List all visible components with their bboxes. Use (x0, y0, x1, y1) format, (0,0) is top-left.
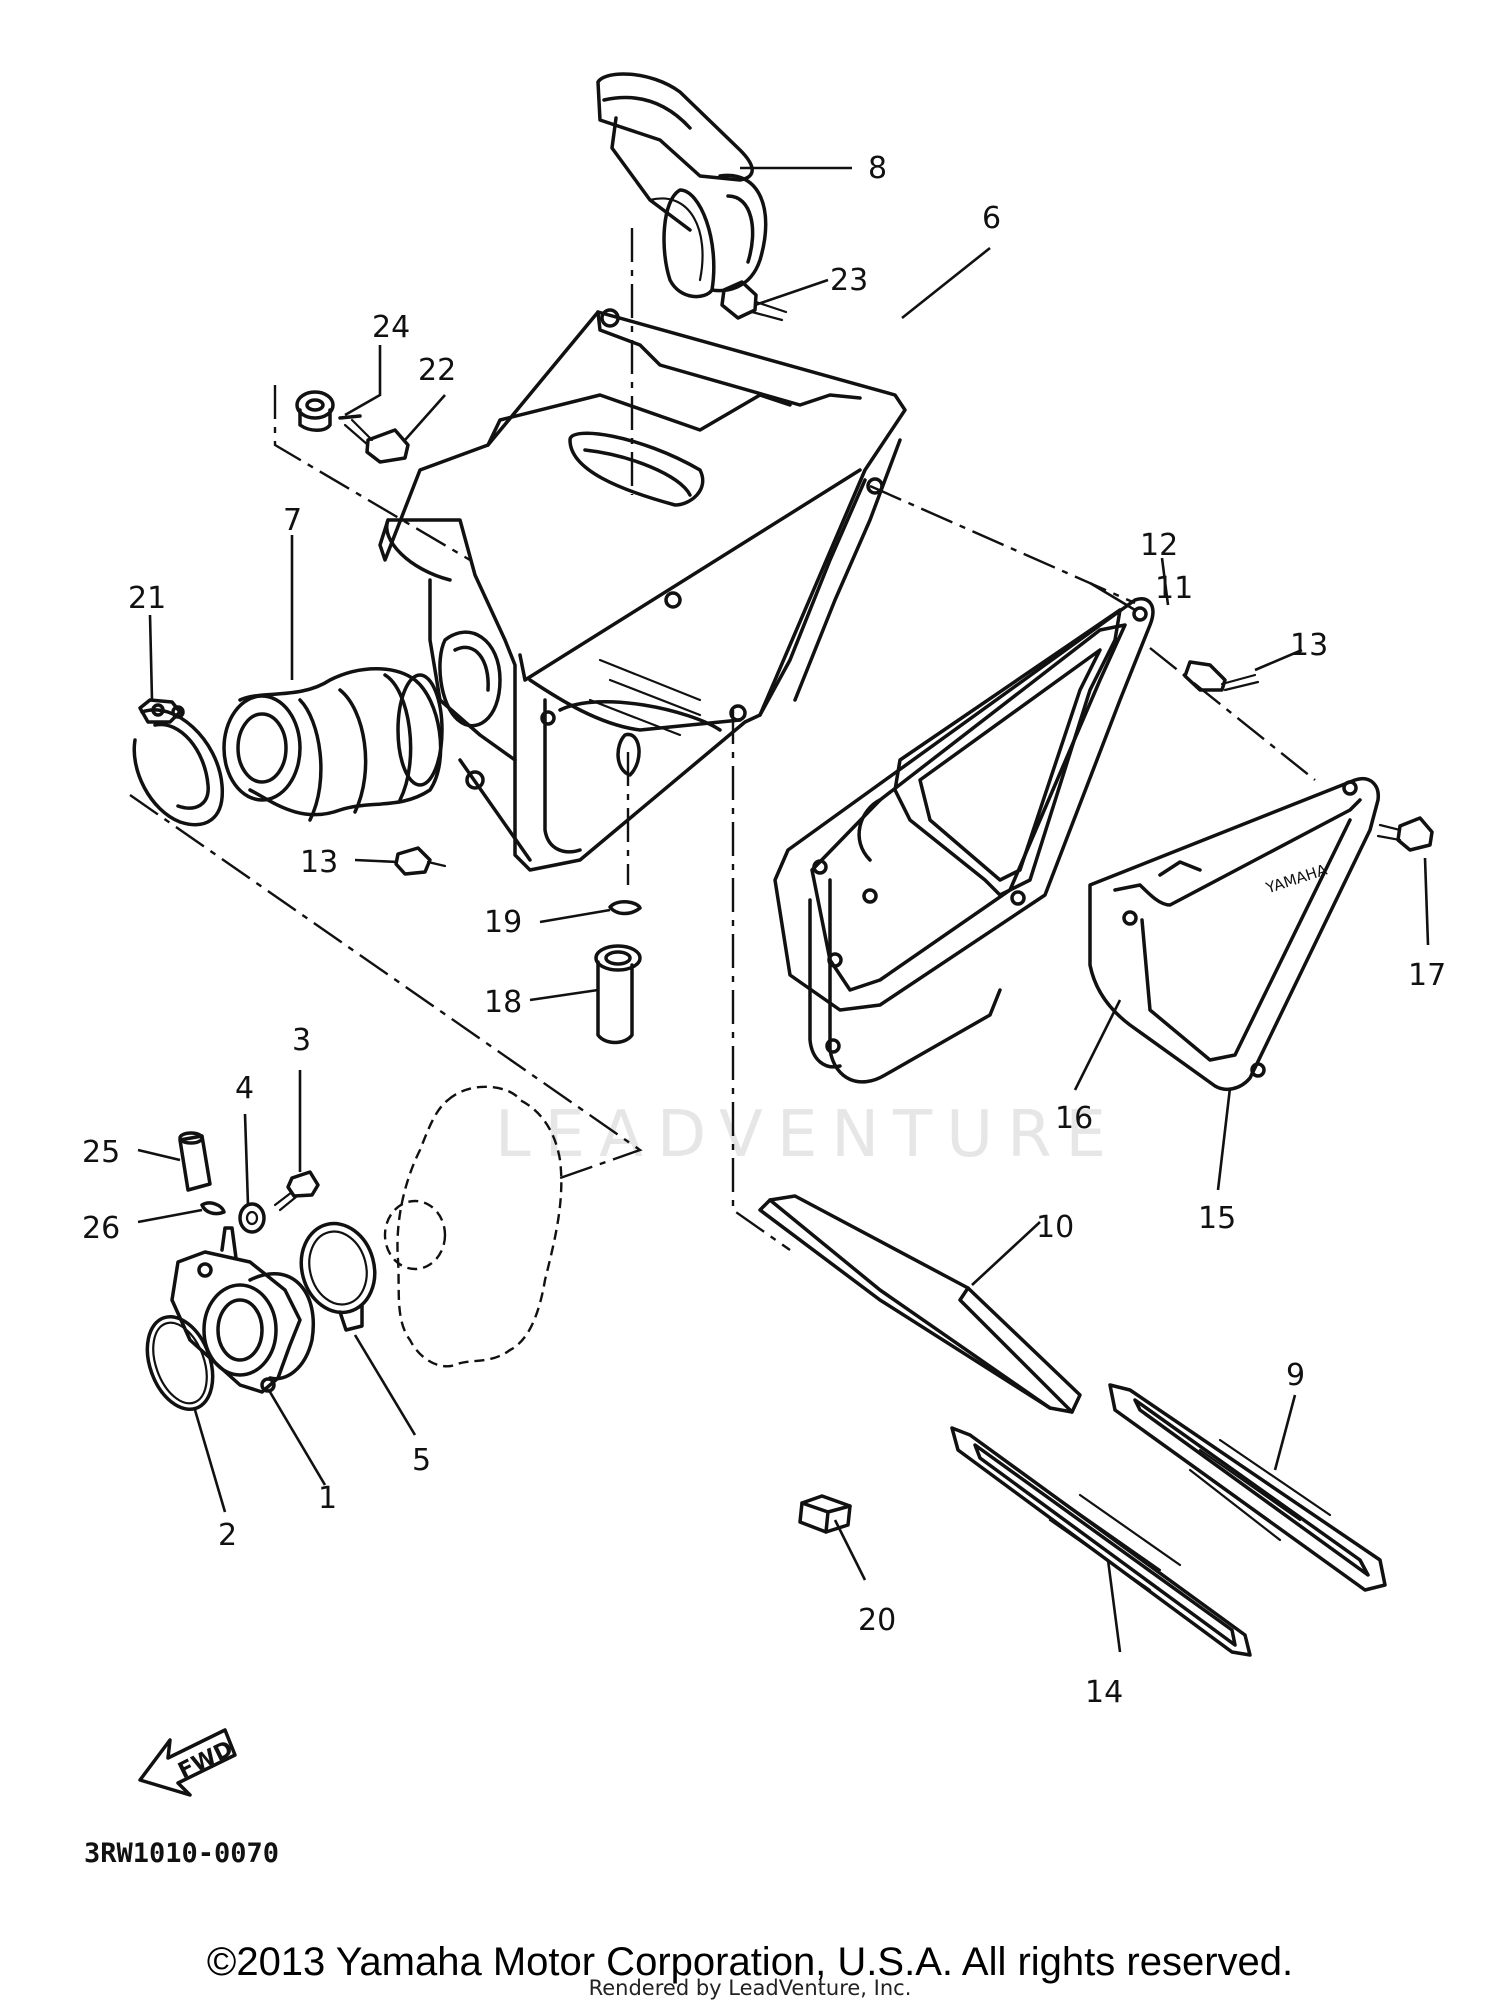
part-12-gasket (773, 597, 1155, 1012)
part-25-cap (178, 1131, 212, 1192)
part-17-screw (1376, 816, 1434, 852)
part-10-filter-element (758, 1194, 1082, 1414)
callout-15: 15 (1198, 1201, 1236, 1236)
callout-1: 1 (318, 1481, 337, 1516)
part-8-intake-duct (596, 72, 768, 299)
part-3-screw (273, 1170, 320, 1212)
part-20-block (798, 1494, 852, 1534)
callout-19: 19 (484, 905, 522, 940)
fwd-label: FWD (174, 1736, 237, 1784)
callout-8: 8 (868, 151, 887, 186)
callout-24: 24 (372, 310, 410, 345)
part-13-screw-right (1183, 660, 1260, 692)
copyright-notice: ©2013 Yamaha Motor Corporation, U.S.A. A… (206, 1940, 1294, 1984)
callout-14: 14 (1085, 1675, 1123, 1710)
rendered-by-text: Rendered by LeadVenture, Inc. (588, 1976, 912, 2000)
callout-22: 22 (418, 353, 456, 388)
callout-numbers: 1 2 3 4 5 6 7 8 9 10 11 12 13 13 14 15 1… (82, 151, 1446, 1710)
part-22-bolt (338, 414, 410, 464)
part-15-side-cover: YAMAHA (1088, 777, 1380, 1092)
part-26-clip (200, 1201, 226, 1216)
part-6-air-box (378, 308, 907, 872)
part-18-drain-tube (594, 944, 642, 1045)
part-24-washer-grommet (295, 390, 335, 432)
part-13-screw-left (394, 846, 447, 876)
callout-4: 4 (235, 1071, 254, 1106)
callout-11: 11 (1155, 571, 1193, 606)
part-5-clamp (299, 1221, 377, 1332)
callout-21: 21 (128, 581, 166, 616)
callout-7: 7 (283, 503, 302, 538)
part-4-washer (238, 1202, 266, 1234)
callout-16: 16 (1055, 1101, 1093, 1136)
watermark-text: LEADVENTURE (495, 1098, 1120, 1172)
leader-lines (137, 166, 1430, 1653)
callout-20: 20 (858, 1603, 896, 1638)
engine-reference-outline (383, 1085, 563, 1368)
fwd-arrow: FWD (138, 1728, 237, 1797)
callout-17: 17 (1408, 958, 1446, 993)
callout-12: 12 (1140, 528, 1178, 563)
callout-18: 18 (484, 985, 522, 1020)
part-7-rubber-joint (222, 667, 444, 822)
callout-9: 9 (1286, 1358, 1305, 1393)
callout-13-right: 13 (1290, 628, 1328, 663)
callout-5: 5 (412, 1443, 431, 1478)
part-11-filter-frame (808, 606, 1148, 1084)
part-14-filter-guide (950, 1426, 1252, 1657)
callout-23: 23 (830, 263, 868, 298)
callout-13-left: 13 (300, 845, 338, 880)
part-1-carburetor-joint (170, 1226, 315, 1394)
callout-25: 25 (82, 1135, 120, 1170)
part-21-clamp (132, 698, 224, 827)
part-23-bolt (720, 280, 788, 322)
diagram-code: 3RW1010-0070 (84, 1838, 280, 1869)
callout-6: 6 (982, 201, 1001, 236)
callout-3: 3 (292, 1023, 311, 1058)
part-9-filter-guide (1108, 1383, 1387, 1592)
part-2-o-ring (145, 1314, 215, 1412)
part-19-clip (608, 900, 642, 916)
callout-10: 10 (1036, 1210, 1074, 1245)
callout-26: 26 (82, 1211, 120, 1246)
callout-2: 2 (218, 1518, 237, 1553)
cover-brand-text: YAMAHA (1263, 860, 1330, 897)
